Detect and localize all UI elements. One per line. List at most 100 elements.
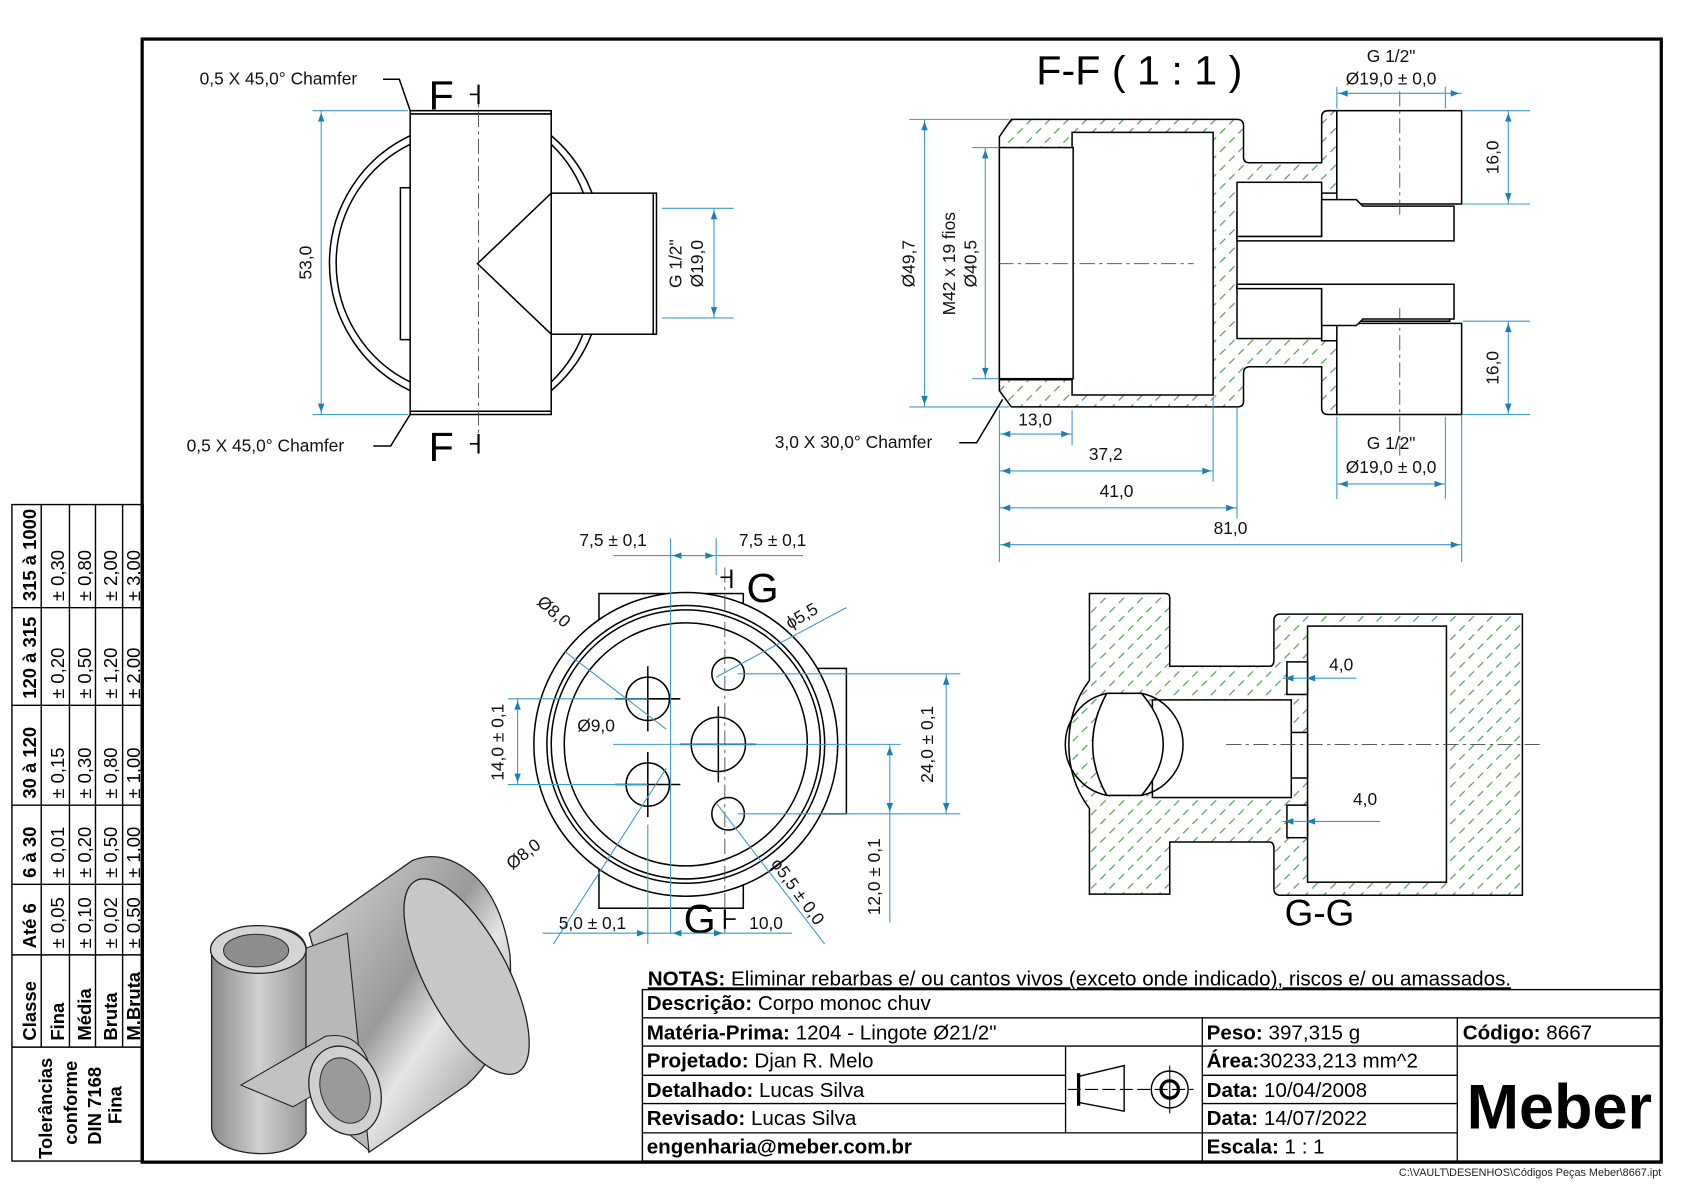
area-label: Área: [1207,1050,1260,1073]
svg-text:Tolerâncias: Tolerâncias [35,1058,56,1159]
svg-text:Data: 10/04/2008: Data: 10/04/2008 [1207,1079,1367,1102]
tolerance-header: 6 à 30 [19,827,40,878]
codigo-label: Código: [1463,1022,1541,1045]
section-marker-f-top: F [429,73,454,119]
svg-text:Projetado: Djan R. Melo: Projetado: Djan R. Melo [647,1050,874,1073]
email: engenharia@meber.com.br [647,1135,912,1158]
top-view: F F 0,5 X 45,0° Chamfer 0,5 X 45,0° Cham… [187,69,734,470]
notes-text: Eliminar rebarbas e/ ou cantos vivos (ex… [725,967,1511,990]
svg-text:Peso: 397,315 g: Peso: 397,315 g [1207,1022,1361,1045]
svg-text:Data: 14/07/2022: Data: 14/07/2022 [1207,1107,1367,1130]
projetado-value: Djan R. Melo [749,1050,874,1073]
svg-text:Matéria-Prima: 1204 - Lingote: Matéria-Prima: 1204 - Lingote Ø21/2" [647,1022,997,1045]
dim-53: 53,0 [295,246,315,280]
port-bottom-thread: G 1/2" [1367,433,1416,453]
data1-label: Data: [1207,1079,1259,1102]
data2-value: 14/07/2022 [1258,1107,1367,1130]
projetado-label: Projetado: [647,1050,749,1073]
tolerance-value: ± 0,10 [74,897,95,948]
tolerance-header: Classe [19,981,40,1040]
tolerance-class: M.Bruta [123,971,144,1040]
sheet-border [140,37,1663,1164]
tolerance-value: ± 0,50 [74,648,95,699]
dim-24: 24,0 ± 0,1 [917,706,937,783]
data2-label: Data: [1207,1107,1259,1130]
tolerance-class: Média [74,988,95,1041]
revisado-value: Lucas Silva [745,1107,857,1130]
tolerance-value: ± 0,80 [74,550,95,601]
dim-inner-dia: Ø40,5 [961,240,981,287]
descricao-value: Corpo monoc chuv [752,992,931,1015]
tolerance-value: ± 0,01 [47,827,68,878]
chamfer-label-top: 0,5 X 45,0° Chamfer [200,69,358,89]
port-dia-label: Ø19,0 [687,240,707,287]
meber-logo: Meber [1467,1073,1652,1143]
section-marker-g-bottom: G [684,896,716,942]
descricao-label: Descrição: [647,992,752,1015]
tolerance-value: ± 0,20 [74,827,95,878]
tolerance-header: 120 à 315 [19,617,40,699]
dim-outer-dia: Ø49,7 [899,240,919,287]
dim-10: 10,0 [749,913,783,933]
svg-text:Descrição: Corpo monoc chuv: Descrição: Corpo monoc chuv [647,992,932,1015]
dim-5: 5,0 ± 0,1 [559,913,626,933]
tolerance-value: ± 0,20 [47,648,68,699]
svg-text:Código: 8667: Código: 8667 [1463,1022,1592,1045]
isometric-view [209,856,530,1155]
port-top-thread: G 1/2" [1367,46,1416,66]
peso-label: Peso: [1207,1022,1263,1045]
thread-spec: M42 x 19 fios [939,212,959,316]
chamfer-30: 3,0 X 30,0° Chamfer [775,432,933,452]
tolerance-value: ± 0,30 [74,747,95,798]
svg-text:Revisado: Lucas Silva: Revisado: Lucas Silva [647,1107,857,1130]
tolerance-value: ± 1,00 [123,827,144,878]
dim-37-2: 37,2 [1089,444,1123,464]
port-top-dia: Ø19,0 ± 0,0 [1346,69,1437,89]
area-value: 30233,213 mm^2 [1259,1050,1418,1073]
notes: NOTAS: Eliminar rebarbas e/ ou cantos vi… [648,967,1511,990]
file-path: C:\VAULT\DESENHOS\Códigos Peças Meber\86… [1399,1167,1661,1179]
materia-label: Matéria-Prima: [647,1022,790,1045]
dim-7-5-right: 7,5 ± 0,1 [739,530,806,550]
svg-text:Fina: Fina [105,1086,126,1125]
port-bottom-dia: Ø19,0 ± 0,0 [1346,457,1437,477]
tolerance-value: ± 0,30 [47,550,68,601]
dim-4-bottom: 4,0 [1353,789,1377,809]
data1-value: 10/04/2008 [1258,1079,1367,1102]
tolerance-class: Fina [47,1002,68,1041]
svg-text:NOTAS: Eliminar rebarbas e/ ou: NOTAS: Eliminar rebarbas e/ ou cantos vi… [648,967,1511,990]
tolerance-value: ± 2,00 [123,648,144,699]
tolerance-value: ± 0,02 [100,897,121,948]
dim-13: 13,0 [1018,409,1052,429]
peso-value: 397,315 g [1263,1022,1360,1045]
tolerance-value: ± 3,00 [123,550,144,601]
section-gg: 4,0 4,0 G-G [1064,592,1541,934]
hole-8-top: Ø8,0 [533,591,574,631]
tolerance-value: ± 0,05 [47,897,68,948]
hole-9: Ø9,0 [577,715,615,735]
section-ff: F-F ( 1 : 1 ) Ø49,7 M42 x 19 fios Ø40,5 … [775,46,1530,563]
codigo-value: 8667 [1541,1022,1593,1045]
dim-7-5-left: 7,5 ± 0,1 [579,530,646,550]
dim-4-top: 4,0 [1329,655,1353,675]
chamfer-label-bottom: 0,5 X 45,0° Chamfer [187,435,345,455]
detalhado-value: Lucas Silva [753,1079,865,1102]
tolerance-header: 315 à 1000 [19,509,40,601]
detalhado-label: Detalhado: [647,1079,754,1102]
hole-5-5-top: ϕ5,5 [782,599,821,633]
tolerance-class: Bruta [100,992,121,1041]
dim-41: 41,0 [1100,481,1134,501]
dim-14: 14,0 ± 0,1 [487,704,507,781]
tolerance-header: 30 à 120 [19,727,40,799]
hole-8-bottom: Ø8,0 [502,834,544,873]
svg-text:Área:30233,213 mm^2: Área:30233,213 mm^2 [1207,1050,1418,1073]
dim-12: 12,0 ± 0,1 [864,838,884,915]
section-marker-f-bottom: F [429,424,454,470]
dim-16-top: 16,0 [1483,140,1503,174]
escala-value: 1 : 1 [1279,1135,1325,1158]
tolerance-value: ± 1,20 [100,648,121,699]
tolerance-value: ± 2,00 [100,550,121,601]
section-marker-g-top: G [747,565,779,611]
